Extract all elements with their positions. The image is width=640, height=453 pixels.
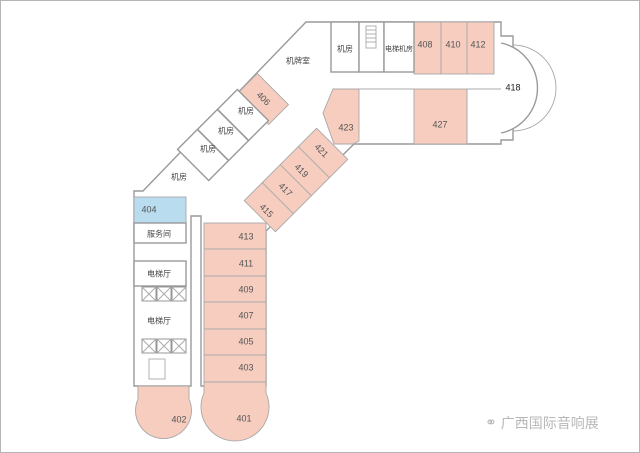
room-408-label: 408 [417, 39, 432, 49]
room-404-label: 404 [141, 204, 156, 214]
machine-room-label: 机房 [200, 144, 216, 154]
machine-room-label: 机房 [218, 126, 234, 136]
elevator-hall-label: 电梯厅 [147, 316, 171, 326]
room-413-label: 413 [238, 231, 253, 241]
room-413 [203, 222, 267, 250]
room-404 [133, 196, 187, 224]
room-418-label: 418 [505, 82, 520, 92]
room-412-label: 412 [470, 39, 485, 49]
watermark: ⚭ 广西国际音响展 [485, 413, 599, 433]
room-405-label: 405 [238, 336, 253, 346]
elevator-machine-room [383, 21, 415, 73]
room-402-label: 402 [171, 414, 186, 424]
elevators-upper [141, 286, 187, 302]
room-412 [466, 21, 495, 75]
room-407 [203, 301, 267, 330]
room-411 [203, 248, 267, 277]
top-wing [133, 21, 514, 387]
room-403-label: 403 [238, 362, 253, 372]
room-405 [203, 328, 267, 356]
card-room-label: 机牌室 [286, 56, 310, 66]
room-421 [297, 127, 349, 179]
room-418-bay [500, 42, 539, 134]
wechat-icon: ⚭ [485, 415, 497, 431]
stairs-bottom [148, 358, 166, 380]
machine-room-label: 机房 [171, 172, 187, 182]
room-402 [135, 385, 192, 440]
elevators-lower [141, 338, 187, 354]
machine-room-label: 机房 [337, 44, 353, 54]
room-409 [203, 275, 267, 303]
room-409-label: 409 [238, 284, 253, 294]
stairs-icon [365, 25, 377, 49]
room-410 [440, 21, 468, 75]
stairs-top [358, 21, 385, 73]
elevator-hall-label: 电梯厅 [147, 269, 171, 279]
service-room-label: 服务间 [147, 229, 171, 239]
elevator-machine-room-label: 电梯机房 [385, 44, 413, 53]
room-427 [413, 88, 468, 145]
room-407-label: 407 [238, 310, 253, 320]
room-411-label: 411 [239, 258, 253, 268]
room-403 [203, 354, 267, 383]
room-401-label: 401 [236, 413, 251, 423]
room-410-label: 410 [445, 39, 460, 49]
room-401 [200, 381, 270, 442]
watermark-text: 广西国际音响展 [500, 416, 599, 432]
machine-room-label: 机房 [238, 106, 254, 116]
room-423-label: 423 [338, 122, 353, 132]
room-427-label: 427 [432, 119, 447, 129]
